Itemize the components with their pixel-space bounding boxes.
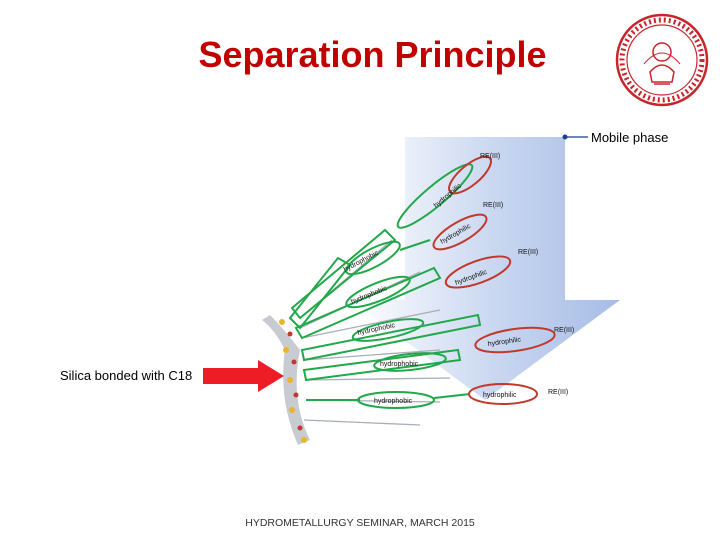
university-seal-logo — [615, 13, 709, 107]
extractant-molecule-6: hydrophobic hydrophilic RE(III) — [306, 383, 568, 409]
footer-text: HYDROMETALLURGY SEMINAR, MARCH 2015 — [245, 517, 475, 529]
slide-title: Separation Principle — [198, 34, 547, 75]
hydrophobic-label: hydrophobic — [374, 398, 413, 405]
mobile-phase-label: Mobile phase — [591, 130, 669, 145]
ree-label: RE(III) — [548, 389, 568, 396]
mobile-phase-arrow — [350, 137, 620, 400]
silica-label: Silica bonded with C18 — [60, 368, 193, 383]
hydrophobic-label: hydrophobic — [380, 361, 419, 368]
ree-label: RE(III) — [518, 249, 538, 256]
ree-label: RE(III) — [483, 202, 503, 209]
hydrophilic-label: hydrophilic — [487, 336, 522, 348]
ree-label: RE(III) — [554, 327, 574, 334]
hydrophilic-label: hydrophilic — [483, 392, 517, 399]
silica-atoms — [279, 319, 307, 443]
mobile-phase-pointer — [562, 134, 588, 140]
red-indicator-arrow — [203, 360, 284, 392]
ree-label: RE(III) — [480, 153, 500, 160]
silica-surface — [262, 315, 310, 445]
extractant-molecule-5: hydrophobic — [302, 348, 462, 382]
